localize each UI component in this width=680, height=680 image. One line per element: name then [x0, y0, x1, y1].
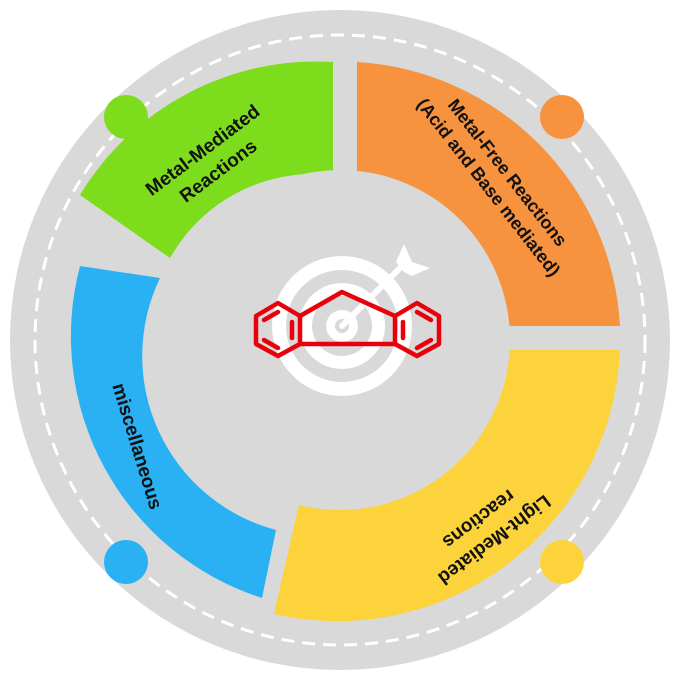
- dot-miscellaneous: [104, 540, 148, 584]
- dot-light-mediated: [540, 540, 584, 584]
- segment-metal-free: [357, 62, 620, 326]
- dot-metal-free: [540, 95, 584, 139]
- fluorene-structure-icon: [253, 289, 442, 359]
- segment-metal-mediated: [80, 61, 333, 258]
- dot-metal-mediated: [104, 95, 148, 139]
- segment-light-mediated: [274, 350, 620, 622]
- target-icon: [272, 244, 430, 396]
- dashed-track: [33, 33, 647, 647]
- segment-miscellaneous: [70, 266, 277, 598]
